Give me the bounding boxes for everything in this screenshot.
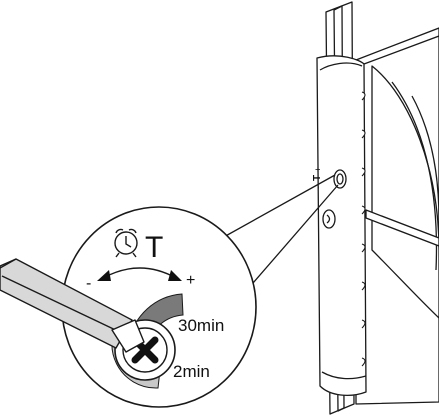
max-time-label: 30min bbox=[178, 316, 224, 335]
device-minus-label: - bbox=[313, 186, 323, 189]
left-arrow-icon bbox=[97, 270, 111, 281]
device-adjust-screw bbox=[333, 169, 347, 189]
adjust-direction-arrows bbox=[97, 267, 182, 281]
device-plus-label: + bbox=[313, 167, 323, 172]
device-t-label: T bbox=[312, 175, 323, 181]
clock-icon bbox=[114, 228, 138, 258]
plus-label: + bbox=[186, 272, 195, 289]
hinge-knuckles bbox=[361, 91, 366, 367]
minus-label: - bbox=[86, 275, 91, 292]
min-time-label: 2min bbox=[173, 362, 210, 381]
screwdriver-icon bbox=[0, 258, 145, 353]
device-housing bbox=[316, 1, 439, 415]
device-lower-screw bbox=[322, 209, 336, 229]
timer-t-symbol: T bbox=[145, 231, 163, 264]
right-arrow-icon bbox=[168, 270, 182, 281]
